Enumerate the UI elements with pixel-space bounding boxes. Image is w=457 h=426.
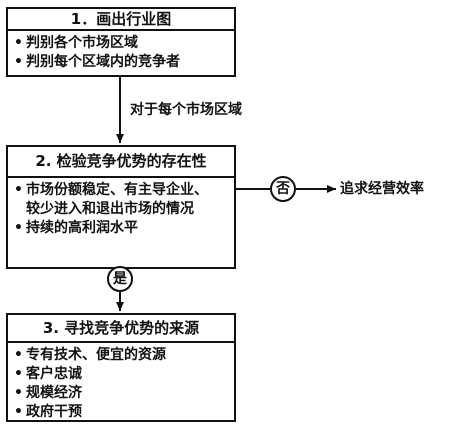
bullet-icon: • [14,220,23,236]
goal-efficiency-label: 追求经营效率 [340,181,424,197]
step3-box: 3. 寻找竞争优势的来源 • 专有技术、便宜的资源 • 客户忠诚 • 规模经济 … [6,313,236,422]
list-item: • 客户忠诚 [14,366,82,382]
bullet-icon: • [14,182,23,198]
step1-title: 1．画出行业图 [8,9,234,31]
bullet-icon: • [14,366,23,382]
step1-box: 1．画出行业图 • 判别各个市场区域 • 判别每个区域内的竞争者 [6,7,236,77]
decision-yes-node: 是 [107,266,133,292]
list-item: • 政府干预 [14,404,82,420]
list-item: • 持续的高利润水平 [14,220,138,236]
list-item: • 判别每个区域内的竞争者 [14,54,180,70]
decision-no-node: 否 [270,176,296,202]
step1-list: • 判别各个市场区域 • 判别每个区域内的竞争者 [8,31,234,72]
list-item: • 规模经济 [14,385,82,401]
step2-title: 2. 检验竞争优势的存在性 [8,147,234,178]
step2-box: 2. 检验竞争优势的存在性 • 市场份额稳定、有主导企业、 较少进入和退出市场的… [6,145,236,269]
bullet-icon: • [14,35,23,51]
edge-label-each-market: 对于每个市场区域 [130,102,242,118]
step3-title: 3. 寻找竞争优势的来源 [8,315,234,343]
bullet-icon: • [14,347,23,363]
bullet-icon: • [14,54,23,70]
step2-list: • 市场份额稳定、有主导企业、 较少进入和退出市场的情况 • 持续的高利润水平 [8,178,234,238]
bullet-icon: • [14,385,23,401]
list-item: • 专有技术、便宜的资源 [14,347,166,363]
bullet-icon: • [14,404,23,420]
list-item: • 市场份额稳定、有主导企业、 较少进入和退出市场的情况 [14,182,208,217]
list-item: • 判别各个市场区域 [14,35,138,51]
step3-list: • 专有技术、便宜的资源 • 客户忠诚 • 规模经济 • 政府干预 [8,343,234,422]
